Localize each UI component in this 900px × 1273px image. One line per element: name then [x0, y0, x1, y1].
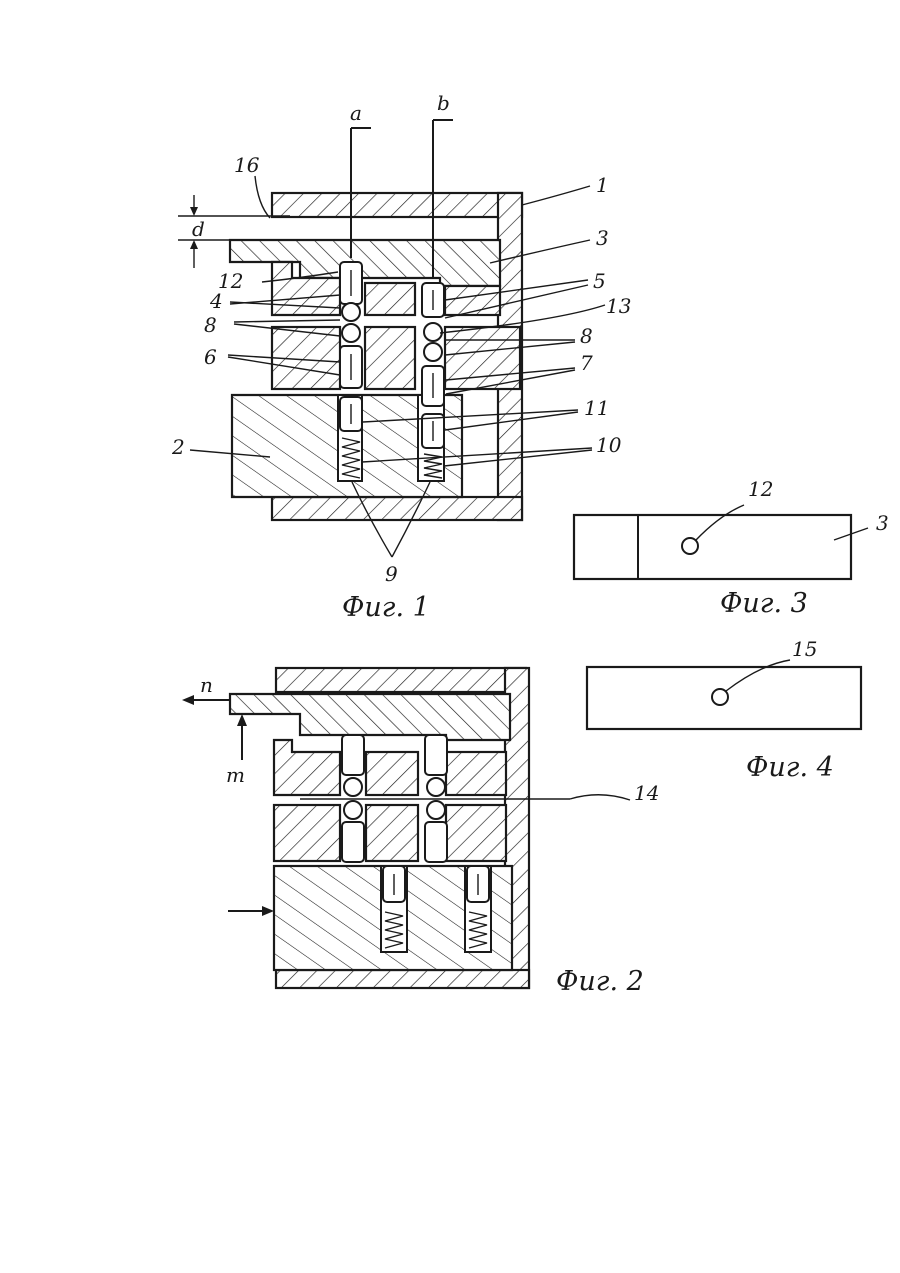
- fig3-label-3: 3: [876, 511, 889, 535]
- figure-4: 15 Фиг. 4: [587, 637, 861, 783]
- upper-plate-mid: [365, 283, 415, 315]
- label-n: n: [200, 673, 213, 697]
- label-1: 1: [596, 173, 609, 197]
- label-d: d: [192, 217, 205, 241]
- label-13: 13: [606, 294, 631, 318]
- label-3: 3: [596, 226, 609, 250]
- fig3-label-12: 12: [748, 477, 773, 501]
- label-9: 9: [385, 562, 398, 586]
- label-8-left: 8: [204, 313, 217, 337]
- label-6: 6: [204, 345, 217, 369]
- label-11: 11: [584, 396, 609, 420]
- label-8-right: 8: [580, 324, 593, 348]
- label-10: 10: [596, 433, 622, 457]
- label-16: 16: [234, 153, 260, 177]
- label-m: m: [226, 763, 245, 787]
- label-5: 5: [593, 269, 606, 293]
- label-4: 4: [209, 289, 223, 313]
- upper-plate-right: [445, 286, 500, 315]
- label-b: b: [437, 91, 450, 115]
- label-2: 2: [171, 435, 185, 459]
- label-14: 14: [634, 781, 659, 805]
- figure-1: a b 16 d 1 3 12 5 4 13 8 8 6 7 11 2 10 9…: [171, 91, 631, 623]
- slider-3: [230, 240, 500, 286]
- fig4-label-15: 15: [792, 637, 817, 661]
- slider-fig2: [230, 694, 510, 740]
- label-a: a: [350, 101, 362, 125]
- label-7: 7: [580, 351, 593, 375]
- caption-fig-2: Фиг. 2: [556, 966, 644, 997]
- caption-fig-1: Фиг. 1: [342, 592, 430, 623]
- caption-fig-4: Фиг. 4: [746, 752, 834, 783]
- figure-3: 12 3 Фиг. 3: [574, 477, 889, 619]
- caption-fig-3: Фиг. 3: [720, 588, 808, 619]
- lower-plate-mid: [365, 327, 415, 389]
